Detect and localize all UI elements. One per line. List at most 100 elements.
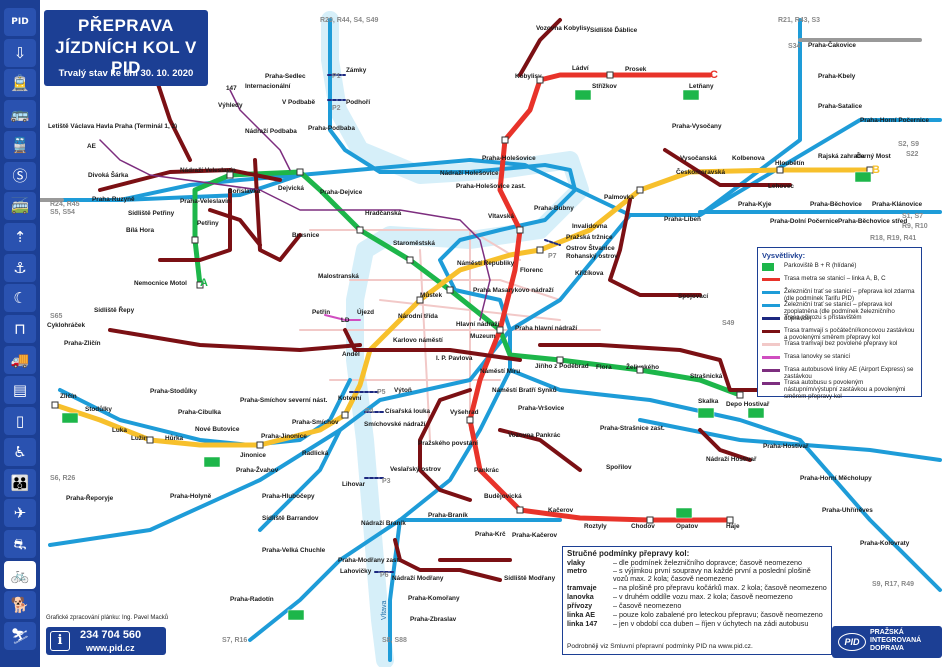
wheelchair-icon[interactable]: ♿ [4,437,36,466]
stroller-icon[interactable]: ⛐ [4,529,36,558]
night-icon[interactable]: ☾ [4,284,36,313]
contact-web[interactable]: www.pid.cz [86,643,135,653]
station-46-label: Kolbenova [732,155,765,162]
phone-icon[interactable]: ▯ [4,407,36,436]
station-52-label: Palmovka [604,194,634,201]
station-141-label: LD [341,317,350,324]
transfer-icon[interactable]: ⇩ [4,38,36,67]
s-train-icon[interactable]: Ⓢ [4,161,36,190]
station-138-label: Praha-Řeporyje [66,493,114,502]
station-131-label: Praha-Cibulka [178,409,221,416]
tram-icon[interactable]: 🚊 [4,69,36,98]
metro-station-marker-25 [516,506,524,514]
legend-text: Trasa autobusu s povoleným nástupním/výs… [784,379,906,400]
tram-line-5 [343,328,522,362]
station-106-label: Praha-Modřany zast. [338,557,401,564]
station-25-label: Staroměstská [393,240,435,247]
station-60-label: Praha-Dolní Počernice [770,218,839,225]
tickets-icon[interactable]: ▤ [4,376,36,405]
legend-symbol-ae [762,369,780,372]
metro-station-marker-11 [51,401,59,409]
dog-icon[interactable]: 🐕 [4,591,36,620]
station-7-label: 147 [226,85,237,92]
pid-logo[interactable]: PID [4,8,36,36]
station-34-label: Nádraží Holešovice [440,170,499,177]
train-icon[interactable]: 🚆 [4,130,36,159]
metro-station-marker-8 [556,356,564,364]
station-38-label: Vozovna Kobylisy [536,25,591,32]
bicycle-icon[interactable]: 🚲 [4,560,36,589]
legend-symbol-tram-none [762,343,780,346]
conditions-title: Stručné podmínky přepravy kol: [567,549,690,558]
pid-logo-mark: PID [838,633,866,651]
terminus-label-9: R24, R45 [50,201,80,208]
metro-station-marker-9 [636,366,644,374]
rail-line-5 [508,328,942,592]
truck-icon[interactable]: 🚚 [4,345,36,374]
legend-text: Trasa přívozu s přístavištěm [784,314,862,321]
station-53-label: Invalidovna [572,223,608,230]
conditions-footer: Podrobněji viz Smluvní přepravní podmínk… [567,643,753,650]
terminus-label-14: S8, S88 [382,637,407,644]
station-107-label: Lahovičky [340,568,372,575]
terminus-label-2: S34 [788,43,801,50]
terminus-label-8: S49 [722,320,735,327]
cablecar-icon[interactable]: ⇡ [4,222,36,251]
station-56-label: Rohanský ostrov [566,253,618,260]
terminus-label-19: P1 [332,73,341,80]
airplane-icon[interactable]: ✈ [4,499,36,528]
metro-line-c [467,72,733,523]
station-118-label: Císařská louka [385,408,431,415]
legend-title: Vysvětlivky: [762,251,806,260]
station-140-label: Petřín [312,309,330,316]
station-126-label: Lužiny [131,435,152,442]
station-74-label: Náměstí Míru [480,368,520,375]
park-ride-sign-7 [697,407,715,419]
bus-icon[interactable]: 🚌 [4,100,36,129]
station-10-label: AE [87,143,97,150]
station-89-label: Náměstí Bratří Synků [492,386,557,394]
ski-icon[interactable]: ⛷ [4,622,36,650]
terminus-label-1: R21, R43, S3 [778,17,820,24]
contact-phone[interactable]: 234 704 560 [80,629,142,641]
station-121-label: Radlická [302,450,329,457]
metro-station-marker-3 [296,168,304,176]
ferry-icon[interactable]: ⚓ [4,253,36,282]
station-85-label: Praha-Horní Měcholupy [800,475,872,482]
station-117-label: Výtoň [394,387,412,394]
contact-box[interactable]: i 234 704 560 www.pid.cz [46,627,166,655]
station-111-label: Praha-Zbraslav [410,616,457,623]
shuttle-icon[interactable]: ⊓ [4,315,36,343]
rail-line-12 [638,418,942,462]
legend-text: Železniční trať se stanicí – přeprava ko… [784,301,895,322]
station-135-label: Praha-Žvahov [236,465,279,474]
station-57-label: Křižíkova [575,270,604,277]
station-136-label: Praha-Hlubočepy [262,493,315,500]
metro-station-marker-10 [736,391,744,399]
station-78-label: Strašnická [690,373,723,380]
station-132-label: Praha-Zličín [64,340,101,347]
condition-value: – dle podmínek železničního dopravce; ča… [613,558,802,567]
legend-text: Trasa autobusové linky AE (Airport Expre… [784,366,914,380]
tram-line-6 [538,343,782,392]
legend-symbol-metro [762,278,780,281]
condition-value: – v druhém oddíle vozu max. 2 kola; časo… [613,592,793,601]
station-3-label: Podhoří [346,99,370,106]
metro-station-marker-1 [191,236,199,244]
station-86-label: Praha-Uhříněves [822,507,873,514]
station-134-label: Cyklohráček [47,322,85,329]
station-9-label: Letiště Václava Havla Praha (Terminál 1,… [48,123,177,130]
terminus-label-21: P3 [382,478,391,485]
legend-symbol-ferry [762,317,780,320]
station-67-label: Praha-Horní Počernice [860,117,929,124]
legend-text: Trasa lanovky se stanicí [784,353,851,360]
family-icon[interactable]: 👪 [4,468,36,497]
station-91-label: Pražského povstání [418,440,478,447]
station-19-label: Bílá Hora [126,227,155,234]
terminus-label-18: C [710,69,718,81]
station-95-label: Budějovická [484,493,522,500]
station-2-label: Praha-Podbaba [308,125,355,132]
trolleybus-icon[interactable]: 🚎 [4,192,36,221]
station-75-label: Jiřího z Poděbrad [535,363,589,370]
station-33-label: Vltavská [488,213,514,220]
